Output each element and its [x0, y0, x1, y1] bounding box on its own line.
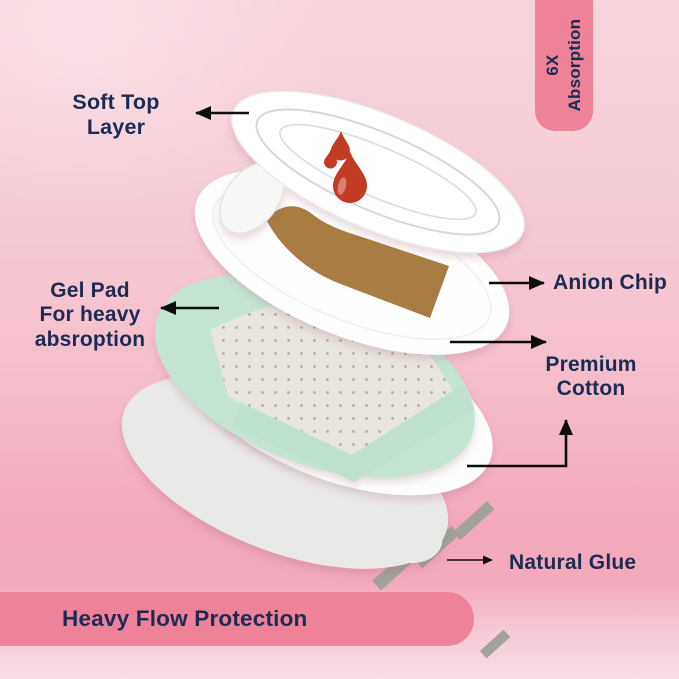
premium-cotton-label: Premium Cotton: [545, 353, 637, 401]
absorption-badge-label: 6X Absorption: [542, 19, 584, 112]
soft-top-layer: [219, 90, 525, 254]
gel-pad-label: Gel Pad For heavy absroption: [34, 279, 146, 351]
heavy-flow-banner: Heavy Flow Protection: [0, 592, 474, 646]
anion-chip-layer: [266, 206, 449, 318]
soft-top-layer-label: Soft Top Layer: [72, 90, 160, 139]
premium-cotton-elbow-arrow: [467, 419, 573, 468]
natural-glue-label: Natural Glue: [509, 551, 637, 574]
anion-chip-label: Anion Chip: [553, 271, 667, 294]
gel-chevron: [233, 383, 473, 482]
blood-drops-icon: [324, 131, 367, 203]
absorption-badge: 6X Absorption: [535, 0, 593, 131]
